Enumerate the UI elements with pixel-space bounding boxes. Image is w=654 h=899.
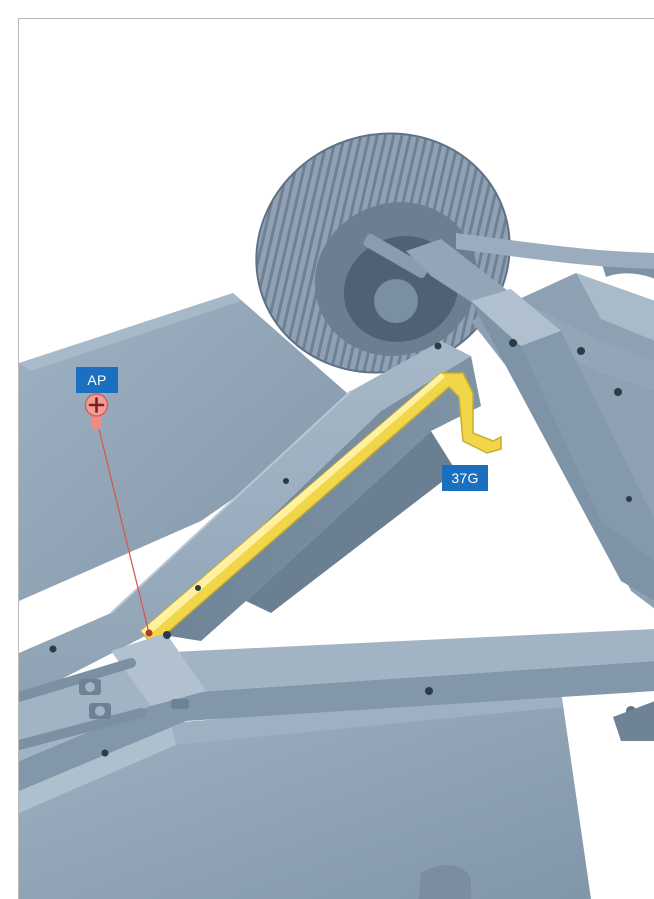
highlighted-part-37g — [139, 372, 502, 647]
bolt-holes — [49, 339, 632, 757]
chassis-drawing — [19, 132, 654, 899]
screw-label-ap: AP — [76, 367, 118, 393]
assembly-illustration: AP 37G — [18, 18, 654, 899]
part-label-37g: 37G — [442, 465, 488, 491]
front-rail — [19, 629, 654, 791]
hardware — [79, 679, 654, 899]
phillips-screw-icon — [84, 393, 109, 429]
leader-line — [96, 420, 150, 634]
